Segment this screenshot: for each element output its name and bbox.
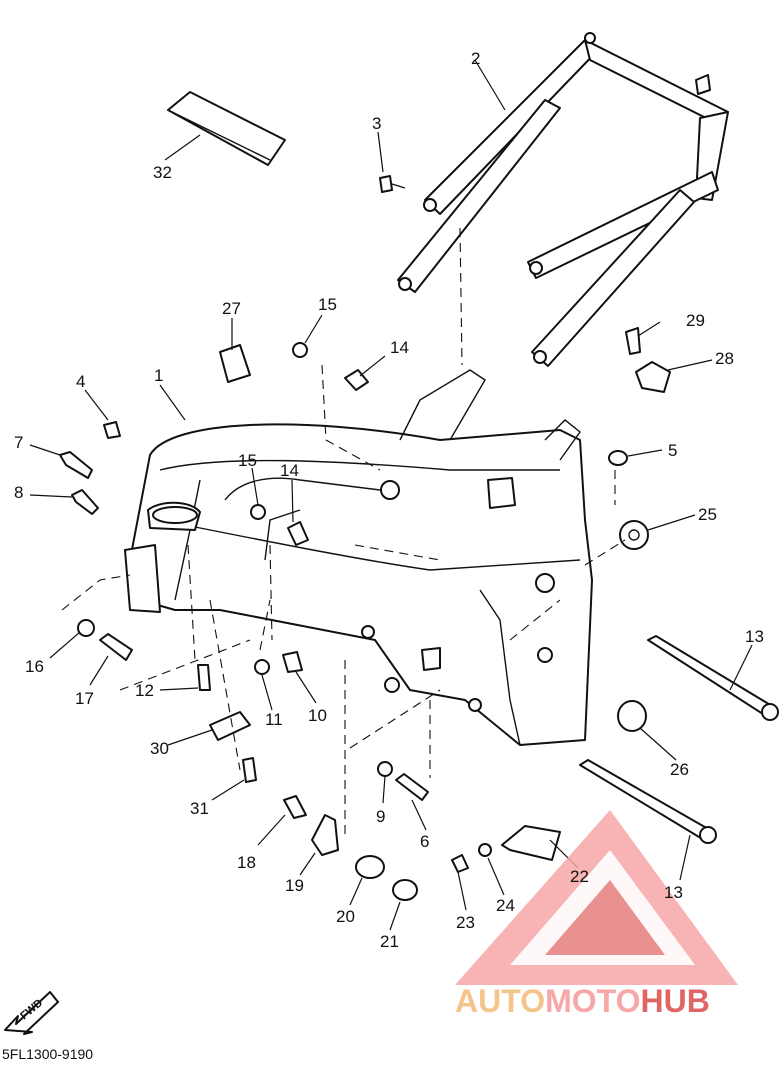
callout-4: 4 bbox=[76, 372, 85, 391]
seat-rail-cover bbox=[167, 91, 286, 166]
callout-11: 11 bbox=[265, 710, 283, 729]
fwd-arrow-icon: FWD bbox=[4, 991, 59, 1035]
callout-28: 28 bbox=[715, 349, 734, 368]
callout-2: 2 bbox=[471, 49, 480, 68]
assembly-lines bbox=[61, 227, 626, 840]
callout-31: 31 bbox=[190, 799, 209, 818]
callout-13-lower: 13 bbox=[664, 883, 683, 902]
callout-29: 29 bbox=[686, 311, 705, 330]
callout-14-top: 14 bbox=[390, 338, 409, 357]
leader-lines bbox=[29, 59, 753, 931]
watermark-moto: MOTO bbox=[545, 983, 640, 1019]
part-code: 5FL1300-9190 bbox=[2, 1046, 94, 1062]
callout-19: 19 bbox=[285, 876, 304, 895]
callout-21: 21 bbox=[380, 932, 399, 951]
main-frame bbox=[124, 369, 593, 746]
callout-24: 24 bbox=[496, 896, 515, 915]
callout-5: 5 bbox=[668, 441, 677, 460]
callout-15-lower: 15 bbox=[238, 451, 257, 470]
callout-8: 8 bbox=[14, 483, 23, 502]
callout-27: 27 bbox=[222, 299, 241, 318]
callout-15-top: 15 bbox=[318, 295, 337, 314]
callout-7: 7 bbox=[14, 433, 23, 452]
watermark-logo: AUTOMOTOHUB bbox=[455, 810, 738, 1019]
callout-9: 9 bbox=[376, 807, 385, 826]
callout-6: 6 bbox=[420, 832, 429, 851]
callout-14-lower: 14 bbox=[280, 461, 299, 480]
callout-23: 23 bbox=[456, 913, 475, 932]
callout-22: 22 bbox=[570, 867, 589, 886]
callout-25: 25 bbox=[698, 505, 717, 524]
callout-26: 26 bbox=[670, 760, 689, 779]
rear-subframe bbox=[397, 32, 729, 367]
callout-10: 10 bbox=[308, 706, 327, 725]
callout-16: 16 bbox=[25, 657, 44, 676]
callout-32: 32 bbox=[153, 163, 172, 182]
callout-18: 18 bbox=[237, 853, 256, 872]
watermark-hub: HUB bbox=[640, 983, 709, 1019]
watermark-auto: AUTO bbox=[455, 983, 545, 1019]
callout-17: 17 bbox=[75, 689, 94, 708]
callout-labels: 32 2 3 27 15 14 29 28 1 4 7 8 15 14 5 25… bbox=[14, 49, 764, 951]
callout-20: 20 bbox=[336, 907, 355, 926]
callout-12: 12 bbox=[135, 681, 154, 700]
callout-1: 1 bbox=[154, 366, 163, 385]
callout-30: 30 bbox=[150, 739, 169, 758]
callout-3: 3 bbox=[372, 114, 381, 133]
hardware bbox=[59, 175, 779, 901]
watermark-text: AUTOMOTOHUB bbox=[455, 983, 710, 1019]
callout-13-upper: 13 bbox=[745, 627, 764, 646]
